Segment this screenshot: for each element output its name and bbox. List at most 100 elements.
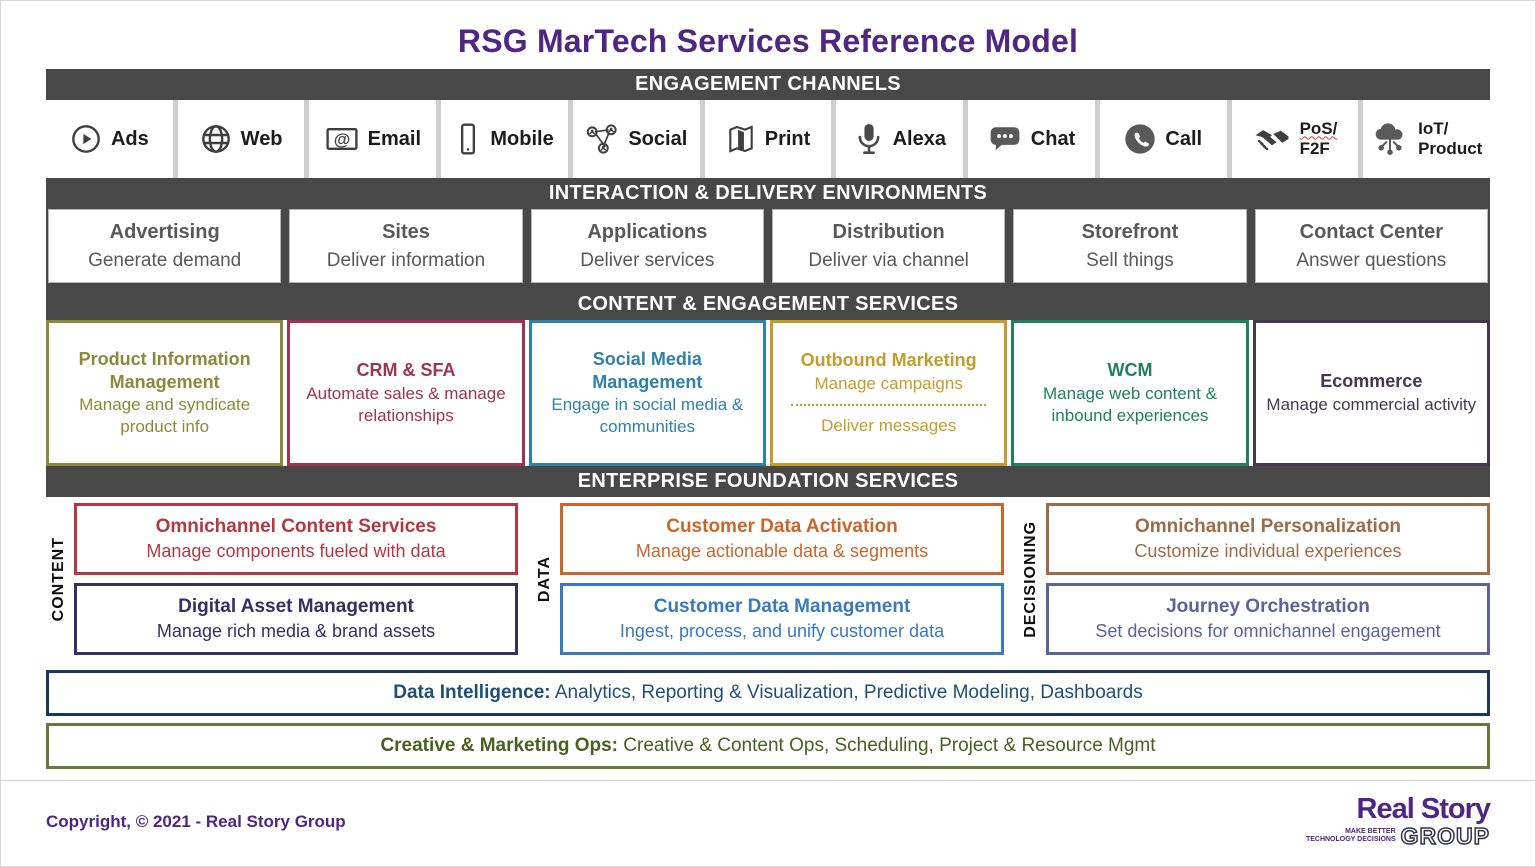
env-sites: Sites Deliver information — [289, 209, 523, 283]
copyright-text: Copyright, © 2021 - Real Story Group — [46, 811, 346, 831]
foundation-box-title: Omnichannel Content Services — [155, 515, 437, 537]
service-box-outbound-marketing: Outbound Marketing Manage campaigns Deli… — [769, 320, 1008, 466]
channel-ads: Ads — [46, 100, 173, 178]
env-subtitle: Deliver via channel — [808, 250, 969, 271]
env-subtitle: Deliver services — [580, 250, 715, 271]
channel-label: Call — [1165, 127, 1203, 150]
env-distribution: Distribution Deliver via channel — [771, 209, 1006, 283]
foundation-group-label: DATA — [532, 503, 557, 655]
env-subtitle: Sell things — [1086, 250, 1174, 271]
logo-tagline-line1: MAKE BETTER — [1345, 828, 1396, 835]
logo-bottom-row: MAKE BETTER TECHNOLOGY DECISIONS GROUP — [1306, 823, 1490, 849]
vertical-label-data: DATA — [535, 555, 553, 603]
channel-label: PoS/ F2F — [1300, 119, 1338, 158]
channel-web: Web — [177, 100, 305, 178]
channel-label: Email — [367, 127, 422, 150]
env-title: Sites — [382, 221, 430, 243]
foundation-box-subtitle: Ingest, process, and unify customer data — [619, 620, 945, 641]
foundation-box-customer-data-management: Customer Data Management Ingest, process… — [560, 583, 1004, 655]
env-title: Applications — [587, 221, 708, 243]
service-box-pim: Product Information Management Manage an… — [46, 320, 284, 466]
foundation-box-customer-data-activation: Customer Data Activation Manage actionab… — [560, 503, 1004, 575]
channel-label-line2: F2F — [1299, 139, 1330, 158]
foundation-box-subtitle: Manage rich media & brand assets — [156, 620, 436, 641]
service-subtitle: Manage commercial activity — [1266, 394, 1477, 414]
iot-cloud-icon — [1371, 122, 1409, 156]
foundation-group-decisioning: DECISIONING Omnichannel Personalization … — [1018, 503, 1490, 655]
foundation-box-title: Customer Data Management — [653, 595, 911, 617]
service-title: WCM — [1107, 360, 1153, 381]
channel-label-line1: IoT/ — [1418, 119, 1449, 139]
play-circle-icon — [70, 123, 102, 155]
service-box-social-media-mgmt: Social Media Management Engage in social… — [528, 320, 766, 466]
env-subtitle: Answer questions — [1296, 250, 1447, 271]
service-title: CRM & SFA — [356, 360, 456, 381]
service-subtitle: Automate sales & manage relationships — [306, 383, 506, 425]
foundation-boxes: Omnichannel Personalization Customize in… — [1046, 503, 1490, 655]
foundation-box-subtitle: Customize individual experiences — [1134, 540, 1402, 561]
service-box-crm-sfa: CRM & SFA Automate sales & manage relati… — [287, 320, 525, 466]
microphone-icon — [854, 122, 884, 156]
globe-icon — [200, 123, 232, 155]
brochure-icon — [726, 123, 756, 155]
foundation-box-journey-orchestration: Journey Orchestration Set decisions for … — [1046, 583, 1490, 655]
channel-label-line1: PoS/ — [1299, 119, 1338, 139]
env-advertising: Advertising Generate demand — [48, 209, 282, 283]
env-title: Advertising — [109, 221, 220, 243]
svg-text:@: @ — [333, 130, 350, 149]
foundation-group-label: CONTENT — [46, 503, 71, 655]
channel-mobile: Mobile — [441, 100, 568, 178]
foundation-box-subtitle: Set decisions for omnichannel engagement — [1095, 620, 1441, 641]
service-title: Ecommerce — [1320, 371, 1423, 392]
foundation-boxes: Customer Data Activation Manage actionab… — [560, 503, 1004, 655]
services-header: CONTENT & ENGAGEMENT SERVICES — [46, 289, 1490, 320]
bar-text: Analytics, Reporting & Visualization, Pr… — [550, 682, 1143, 703]
foundation-box-digital-asset-management: Digital Asset Management Manage rich med… — [74, 583, 518, 655]
foundation-box-subtitle: Manage actionable data & segments — [635, 540, 929, 561]
channel-call: Call — [1099, 100, 1227, 178]
channel-label: Alexa — [892, 127, 946, 150]
env-title: Distribution — [832, 221, 945, 243]
foundation-box-title: Journey Orchestration — [1166, 595, 1370, 617]
creative-marketing-ops-bar: Creative & Marketing Ops: Creative & Con… — [46, 723, 1490, 769]
service-subtitle: Manage web content & inbound experiences — [1043, 383, 1217, 425]
service-subtitle-2: Deliver messages — [821, 415, 957, 435]
service-title: Outbound Marketing — [800, 350, 977, 371]
service-subtitle: Manage campaigns — [814, 373, 963, 393]
env-subtitle: Deliver information — [326, 250, 486, 271]
channel-print: Print — [704, 100, 832, 178]
phone-icon — [1124, 123, 1156, 155]
logo-tagline: MAKE BETTER TECHNOLOGY DECISIONS — [1306, 825, 1396, 845]
foundation-group-label: DECISIONING — [1018, 503, 1043, 655]
service-subtitle: Engage in social media & communities — [551, 395, 744, 437]
channel-social: Social — [572, 100, 700, 178]
channel-label: Print — [764, 127, 811, 150]
environments-header: INTERACTION & DELIVERY ENVIRONMENTS — [548, 182, 988, 204]
engagement-channels-header: ENGAGEMENT CHANNELS — [46, 69, 1490, 100]
bar-text: Creative & Content Ops, Scheduling, Proj… — [618, 735, 1156, 756]
service-box-ecommerce: Ecommerce Manage commercial activity — [1252, 320, 1490, 466]
logo-group-text: GROUP — [1400, 823, 1490, 849]
foundation-box-omnichannel-personalization: Omnichannel Personalization Customize in… — [1046, 503, 1490, 575]
foundation-box-subtitle: Manage components fueled with data — [146, 540, 446, 561]
diagram-content: ENGAGEMENT CHANNELS Ads Web — [46, 69, 1491, 769]
dotted-divider — [791, 403, 986, 406]
handshake-icon — [1253, 124, 1291, 154]
title-row: RSG MarTech Services Reference Model — [1, 13, 1535, 69]
foundation-row: CONTENT Omnichannel Content Services Man… — [46, 497, 1490, 663]
channel-label: IoT/ Product — [1418, 119, 1482, 158]
social-network-icon — [585, 123, 619, 155]
foundation-box-omnichannel-content-services: Omnichannel Content Services Manage comp… — [74, 503, 518, 575]
channel-label-line2: Product — [1418, 139, 1483, 158]
channel-email: @ Email — [309, 100, 437, 178]
logo-wordmark: Real Story — [1356, 793, 1491, 825]
env-storefront: Storefront Sell things — [1013, 209, 1247, 283]
foundation-box-title: Digital Asset Management — [178, 595, 414, 617]
services-row: Product Information Management Manage an… — [46, 320, 1490, 466]
channel-label: Social — [628, 127, 688, 150]
vertical-label-content: CONTENT — [49, 536, 67, 622]
channel-chat: Chat — [968, 100, 1095, 178]
env-subtitle: Generate demand — [88, 250, 242, 271]
foundation-header: ENTERPRISE FOUNDATION SERVICES — [46, 466, 1490, 497]
